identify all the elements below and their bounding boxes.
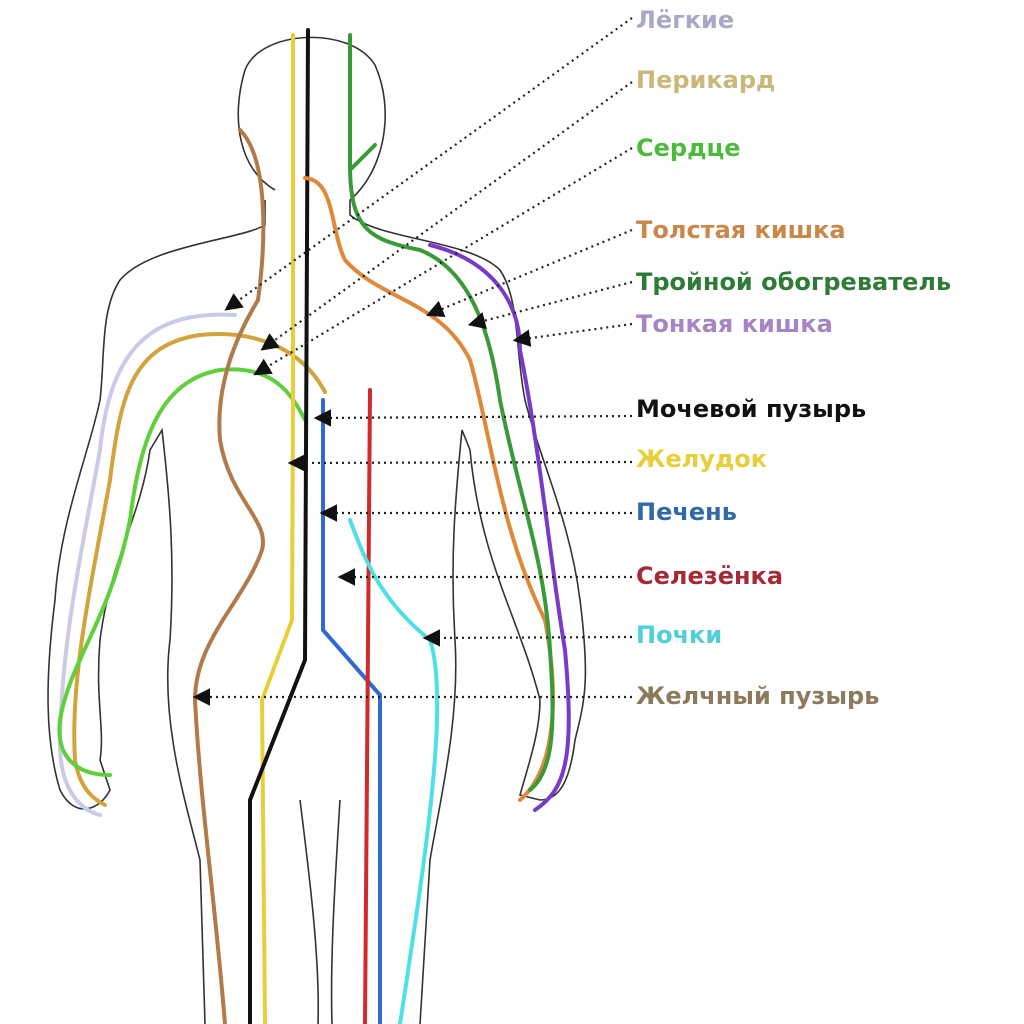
label-spleen: Селезёнка xyxy=(636,562,784,590)
kidney-meridian xyxy=(348,518,440,1024)
bladder-meridian xyxy=(248,28,310,1024)
small-intestine-meridian xyxy=(428,243,571,812)
label-stomach: Желудок xyxy=(636,445,768,473)
label-lungs: Лёгкие xyxy=(636,6,735,34)
label-heart: Сердце xyxy=(636,134,741,162)
label-triple-heater: Тройной обогреватель xyxy=(636,268,952,296)
pericardium-meridian xyxy=(72,332,327,807)
label-large-intestine: Толстая кишка xyxy=(636,216,846,244)
pointer-lines xyxy=(192,17,633,706)
body-outline xyxy=(47,36,587,1024)
lung-meridian xyxy=(58,312,237,817)
heart-meridian xyxy=(57,367,307,777)
liver-meridian xyxy=(321,398,382,1024)
large-intestine-meridian xyxy=(303,176,555,802)
spleen-meridian xyxy=(363,388,372,1024)
label-bladder: Мочевой пузырь xyxy=(636,395,867,423)
stomach-meridian xyxy=(260,33,295,1024)
label-liver: Печень xyxy=(636,498,737,526)
label-kidneys: Почки xyxy=(636,621,723,649)
label-small-intestine: Тонкая кишка xyxy=(636,310,833,338)
label-pericardium: Перикард xyxy=(636,66,776,94)
gallbladder-meridian xyxy=(193,128,266,1024)
meridian-lines xyxy=(57,28,571,1024)
label-gallbladder: Желчный пузырь xyxy=(636,682,880,710)
